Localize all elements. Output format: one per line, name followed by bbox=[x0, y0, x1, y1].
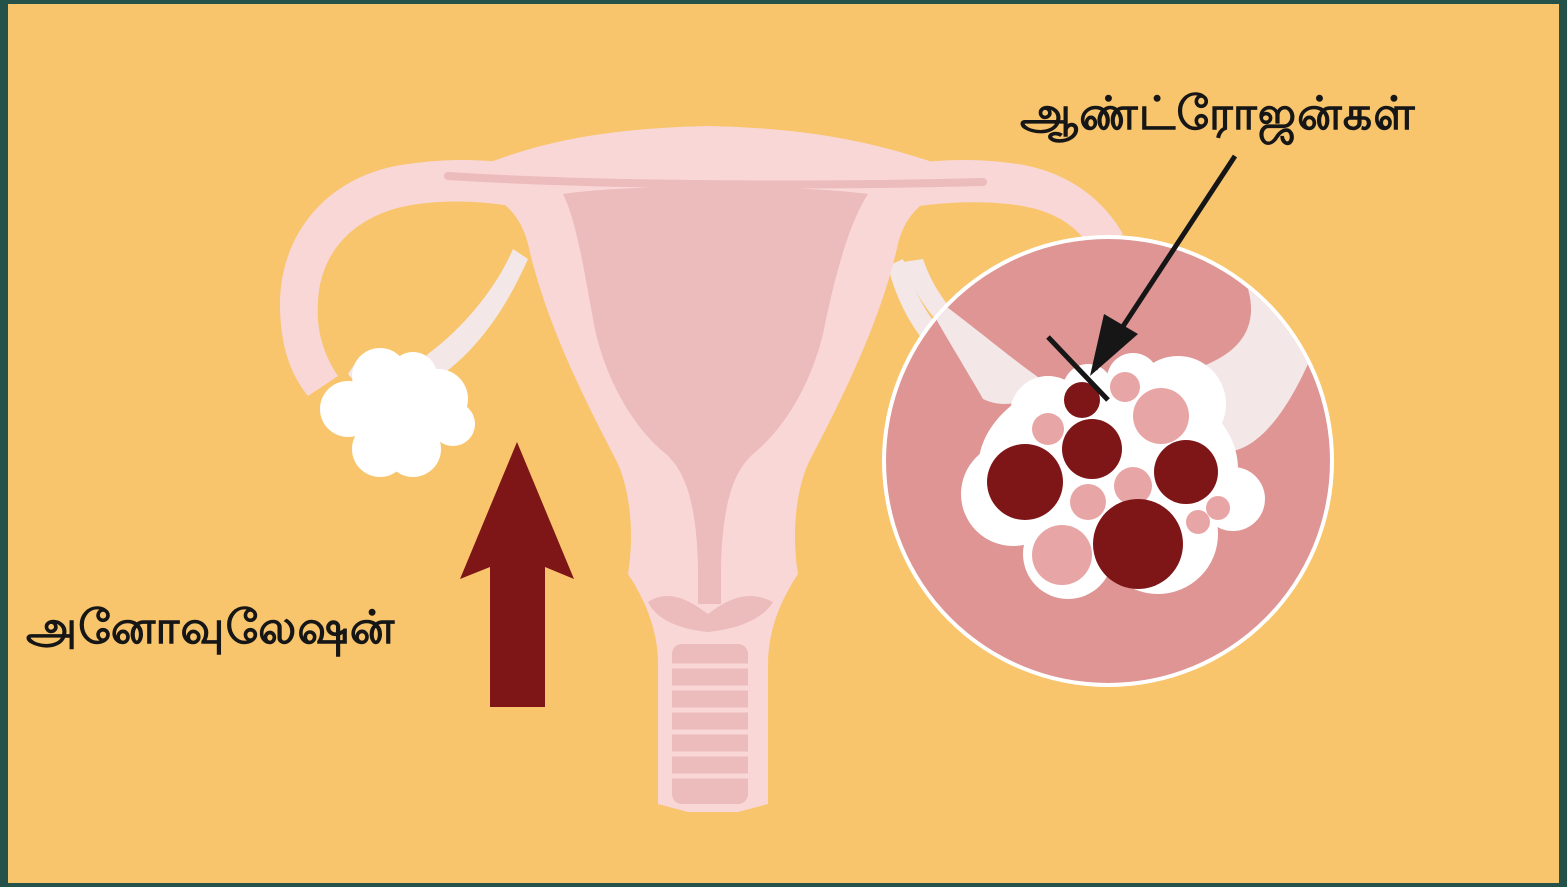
vaginal-canal bbox=[672, 644, 748, 804]
diagram-panel: ஆண்ட்ரோஜன்கள் அனோவுலேஷன் bbox=[8, 4, 1559, 883]
androgens-label: ஆண்ட்ரோஜன்கள் bbox=[1020, 90, 1416, 136]
anovulation-label: அனோவுலேஷன் bbox=[26, 604, 395, 650]
